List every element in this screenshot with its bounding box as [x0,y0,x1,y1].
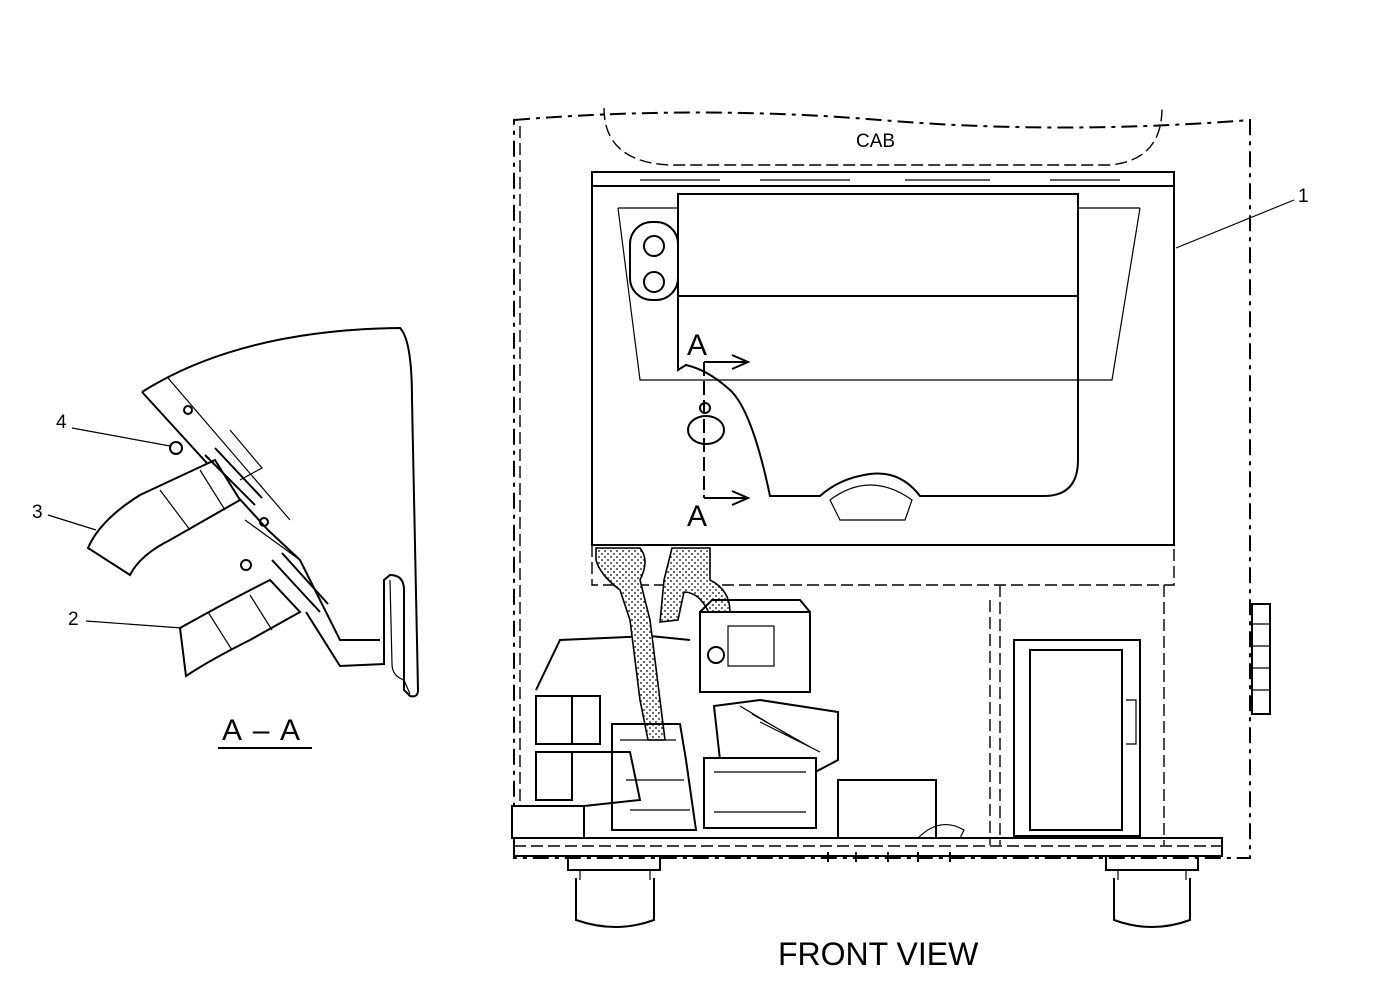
fastener-upper [169,441,183,455]
assembly-boundary [513,111,1251,859]
bracket-assembly [611,723,698,831]
cab-label: CAB [856,131,896,152]
callout-1: 1 [1298,186,1309,207]
side-connector [1251,603,1271,715]
cab-outline [603,107,1163,166]
cover-panel [677,193,1079,297]
fastener-lower [240,559,252,571]
upper-duct [86,458,242,577]
mount-right [1105,855,1199,928]
lower-left-body [535,634,691,691]
section-arrow-top [704,354,751,370]
front-view [511,107,1295,928]
hose-left [595,547,666,741]
section-housing-outline [141,326,420,698]
left-box-upper [535,695,573,745]
left-box-lower [535,751,573,801]
filter-element [1029,649,1123,831]
blower-housing [699,611,811,693]
leader-2 [85,620,183,629]
leader-3 [47,514,97,531]
upper-housing [591,185,1175,546]
top-rail [591,171,1175,187]
vent-housing [629,221,679,301]
mount-left [567,855,661,928]
upper-clamp [204,447,263,506]
callout-2: 2 [68,609,79,630]
callout-3: 3 [32,502,43,523]
lower-duct [178,578,302,678]
lower-clamp [271,552,329,613]
base-plate [513,837,1223,857]
section-a-a-detail [47,326,420,749]
control-module [703,757,817,829]
leader-4 [71,427,171,447]
callout-4: 4 [56,412,67,433]
section-title: A – A [222,714,303,747]
lower-duct-box [837,779,937,839]
section-flange [389,579,411,695]
access-panel [677,295,1079,497]
view-title: FRONT VIEW [778,936,979,972]
hose-middle [659,547,731,623]
section-mark-bottom: A [687,500,708,533]
leader-1 [1175,199,1295,249]
section-arrow-bottom [704,490,751,506]
filter-frame [1013,639,1141,837]
section-mark-top: A [687,329,708,362]
